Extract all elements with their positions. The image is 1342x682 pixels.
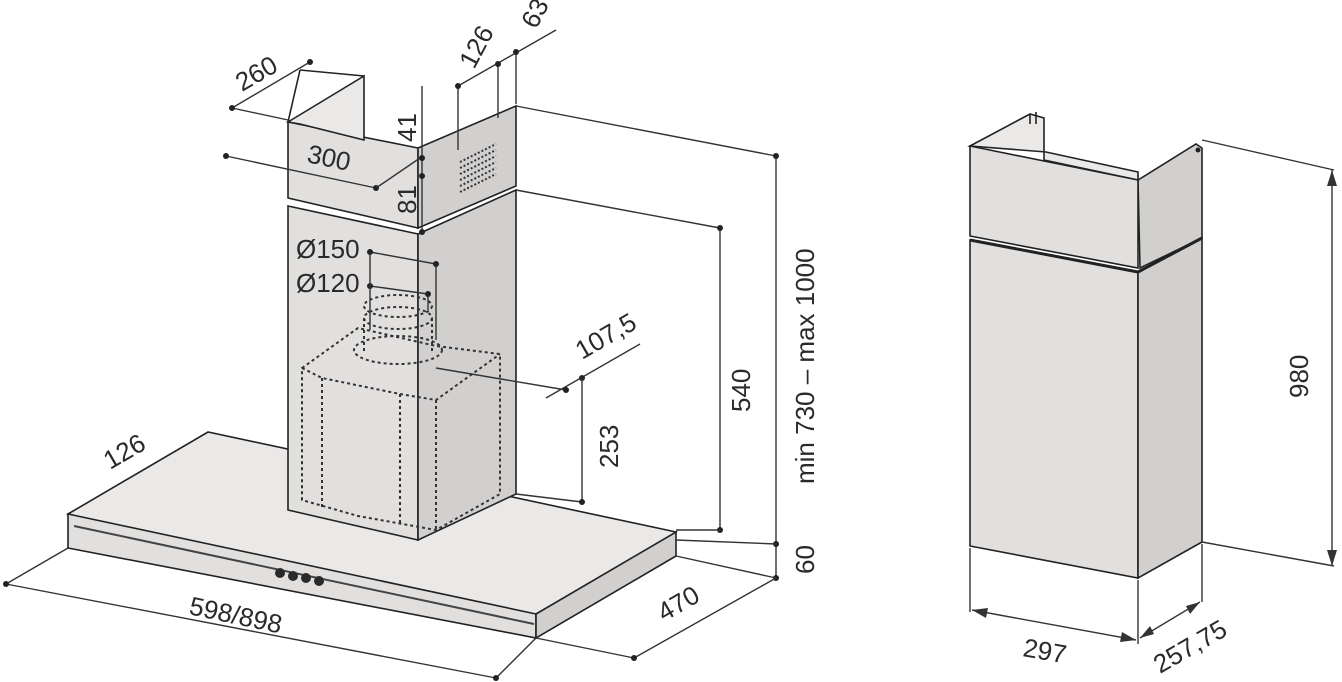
- label-63: 63: [515, 0, 555, 33]
- label-126-canopy: 126: [98, 428, 151, 476]
- label-total-height: min 730 – max 1000: [790, 248, 820, 484]
- label-81: 81: [392, 185, 422, 214]
- extension-upper-front: [969, 145, 1139, 269]
- extension-side: [1137, 236, 1203, 580]
- label-540: 540: [726, 369, 756, 412]
- label-980: 980: [1284, 355, 1314, 398]
- extension-drawing: 980 297 257,75: [967, 112, 1337, 679]
- label-60: 60: [790, 545, 820, 574]
- label-253: 253: [594, 425, 624, 468]
- label-470: 470: [652, 580, 705, 628]
- motor-housing: [301, 294, 501, 532]
- label-260: 260: [230, 50, 283, 98]
- control-buttons: [275, 568, 324, 586]
- label-598-898: 598/898: [187, 591, 285, 640]
- label-diameter-120: Ø120: [296, 268, 360, 298]
- label-107-5: 107,5: [570, 307, 641, 366]
- dimension-lines: [3, 29, 779, 681]
- upper-chimney-side: [417, 104, 517, 230]
- upper-chimney-bracket: [285, 74, 365, 142]
- label-diameter-150: Ø150: [296, 234, 360, 264]
- label-257-75: 257,75: [1148, 613, 1232, 679]
- extension-dimension-lines: [969, 139, 1337, 644]
- label-297: 297: [1021, 632, 1069, 669]
- lower-chimney-side: [417, 188, 517, 542]
- vent-grille: [459, 143, 497, 193]
- extension-front: [969, 239, 1139, 579]
- label-126-top: 126: [453, 20, 500, 72]
- hood-drawing: 260 300 126 63 41 81 Ø150 Ø120 107,5 253…: [3, 0, 820, 681]
- label-41: 41: [392, 113, 422, 142]
